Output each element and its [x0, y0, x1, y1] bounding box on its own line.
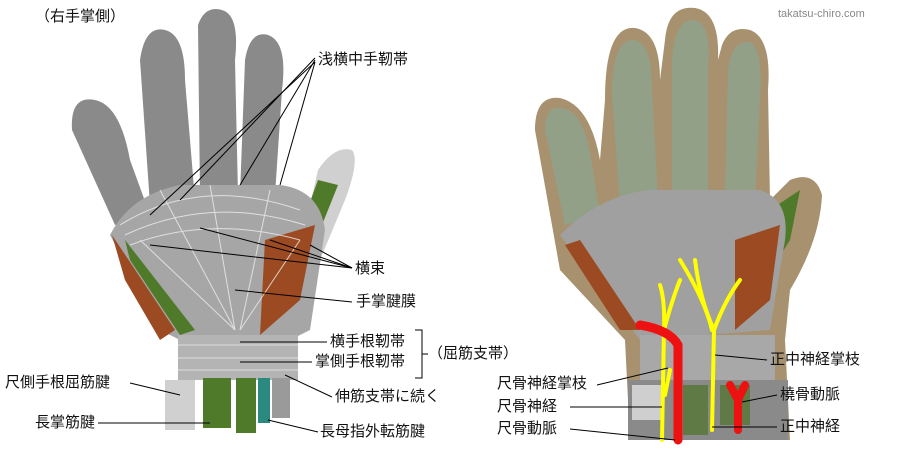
nerves: [658, 258, 742, 442]
leader-lines: [98, 57, 778, 441]
label-radial-artery: 橈骨動脈: [780, 385, 841, 403]
right-hand: [535, 7, 822, 445]
site-watermark: takatsu-chiro.com: [778, 8, 865, 20]
label-palmaris-longus-tendon: 長掌筋腱: [35, 413, 96, 431]
label-palmar-carpal-ligament: 掌側手根靭帯: [315, 352, 406, 370]
label-palmar-aponeurosis: 手掌腱膜: [356, 292, 417, 310]
label-ulnar-palmar-branch: 尺骨神経掌枝: [497, 374, 588, 392]
label-continues-extensor-retinaculum: 伸筋支帯に続く: [335, 387, 441, 405]
label-superficial-transverse-metacarpal-ligament: 浅横中手靭帯: [318, 50, 409, 68]
label-flexor-retinaculum: （屈筋支帯）: [428, 344, 519, 362]
left-hand: [71, 9, 355, 433]
label-ulnar-nerve: 尺骨神経: [497, 397, 558, 415]
arteries: [635, 320, 749, 445]
label-transverse-fascicles: 横束: [355, 259, 386, 277]
label-median-nerve: 正中神経: [780, 417, 841, 435]
label-fcu-tendon: 尺側手根屈筋腱: [5, 373, 111, 391]
label-transverse-carpal-ligament: 横手根靭帯: [330, 332, 406, 350]
label-median-palmar-branch: 正中神経掌枝: [770, 350, 861, 368]
view-title: （右手掌側）: [35, 7, 126, 25]
label-ulnar-artery: 尺骨動脈: [497, 419, 558, 437]
label-apl-tendon: 長母指外転筋腱: [320, 422, 426, 440]
